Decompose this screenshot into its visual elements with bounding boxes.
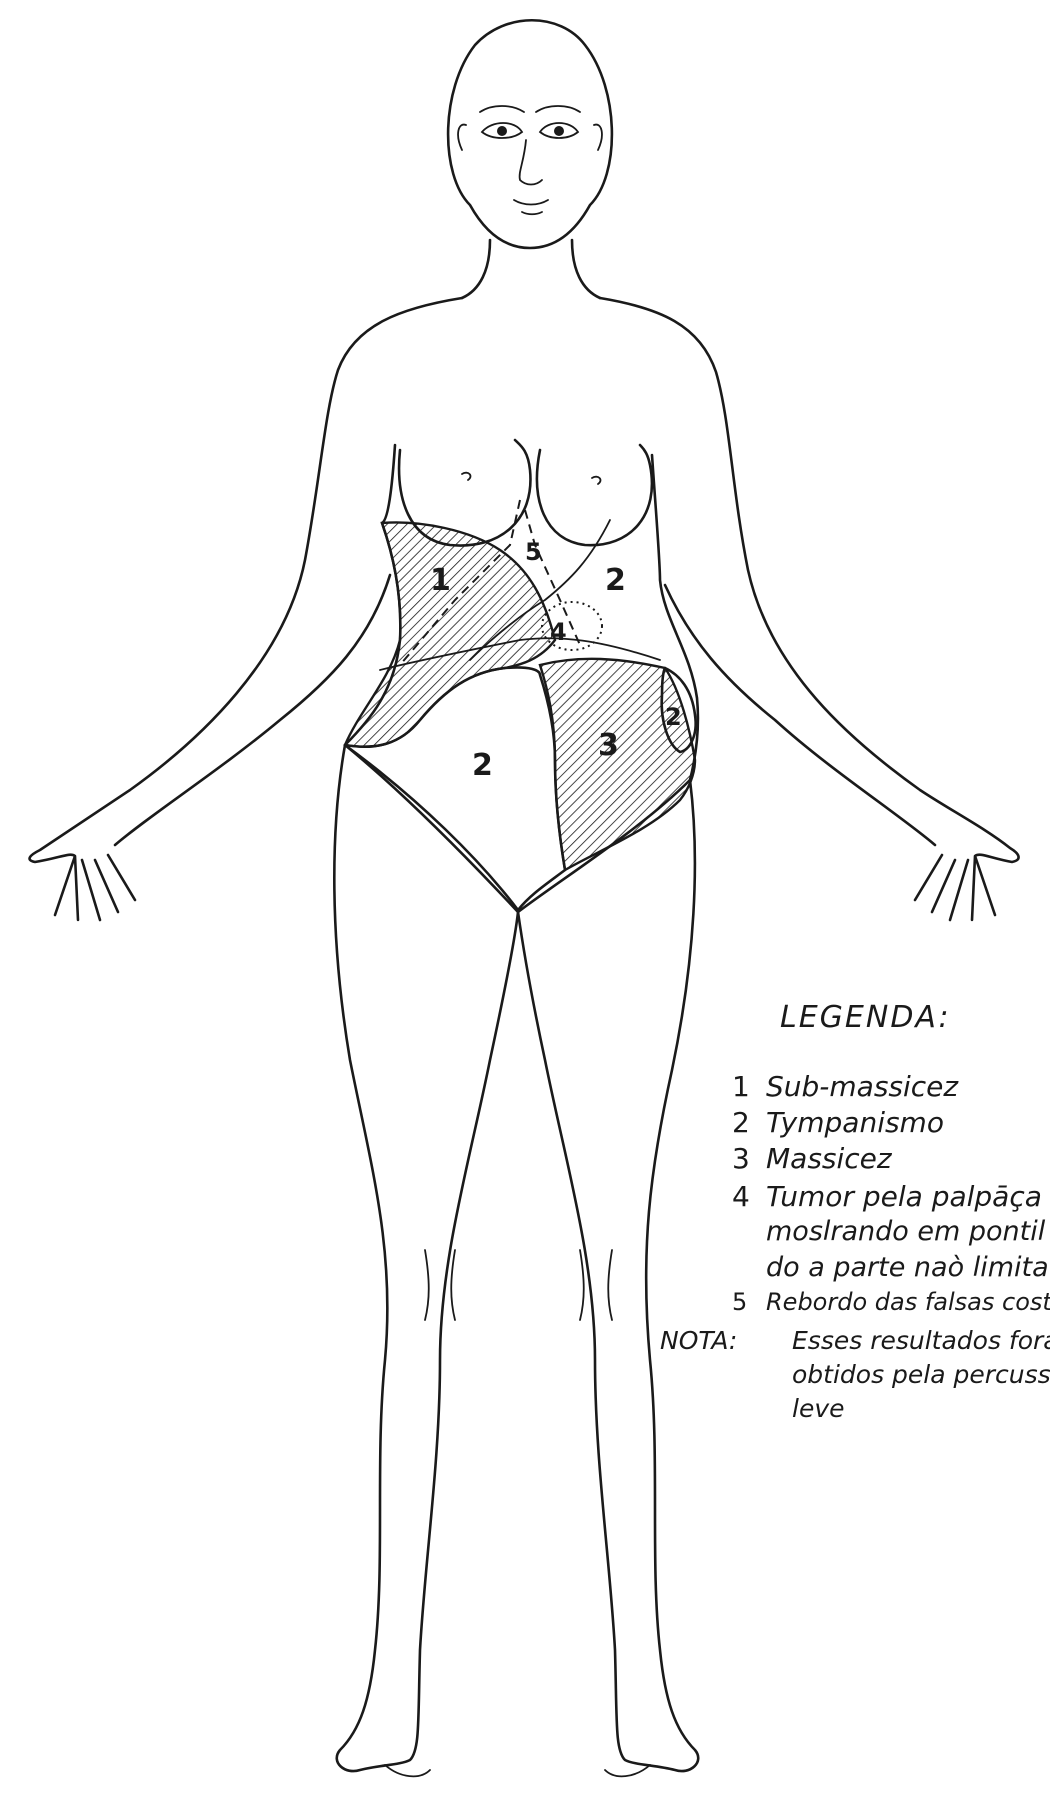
right-eye bbox=[536, 106, 580, 138]
region-label-2-upper: 2 bbox=[605, 563, 626, 598]
mouth bbox=[514, 200, 548, 205]
left-arm bbox=[30, 298, 462, 920]
region-label-3: 3 bbox=[598, 728, 619, 763]
region-label-2-side: 2 bbox=[665, 703, 682, 731]
head bbox=[448, 20, 612, 248]
left-eye bbox=[480, 106, 524, 138]
legend-note-label: NOTA: bbox=[660, 1326, 737, 1355]
legend-note-line-3: leve bbox=[792, 1394, 845, 1420]
legend-note-line-1: Esses resultados fora bbox=[792, 1326, 1050, 1355]
legend-note-line-2: obtidos pela percussā bbox=[792, 1360, 1050, 1389]
right-breast bbox=[537, 445, 652, 545]
legend-item-4-cont-2: do a parte naò limitav bbox=[766, 1252, 1050, 1283]
region-label-5: 5 bbox=[525, 538, 542, 566]
right-arm bbox=[600, 298, 1019, 920]
legend-item-4-cont-1: moslrando em pontil bbox=[766, 1216, 1045, 1247]
region-label-1: 1 bbox=[430, 563, 451, 598]
region-label-2-lower: 2 bbox=[472, 748, 493, 783]
region-1-shape bbox=[345, 522, 555, 746]
region-label-4: 4 bbox=[550, 618, 567, 646]
region-3-shape bbox=[540, 659, 695, 870]
legend-title: LEGENDA: bbox=[780, 1000, 951, 1035]
nose bbox=[520, 140, 542, 185]
